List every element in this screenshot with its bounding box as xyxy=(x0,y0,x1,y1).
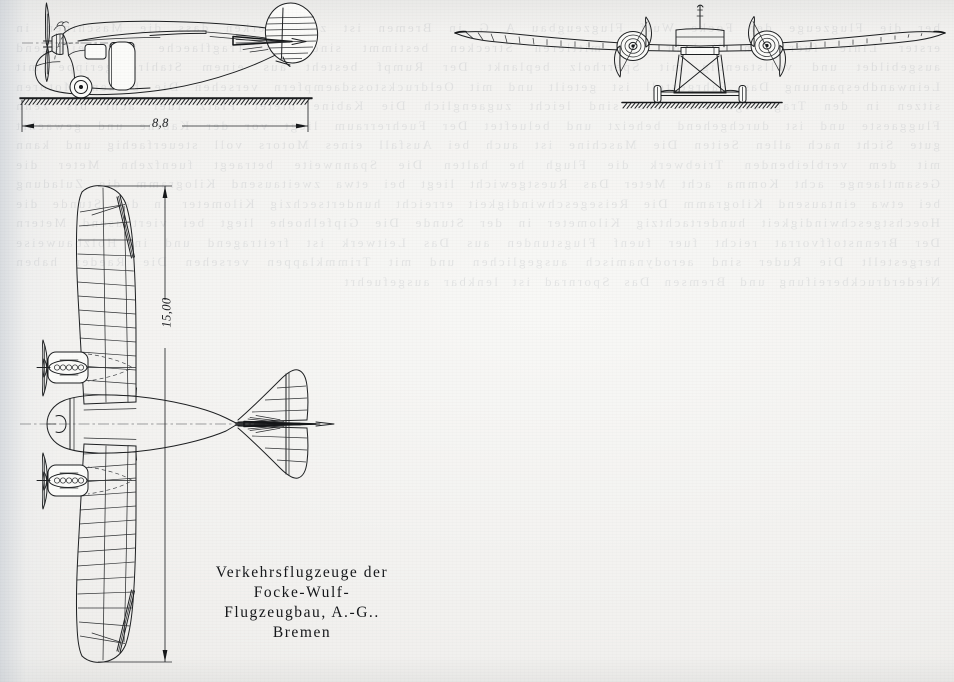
view-front-elevation xyxy=(454,4,946,109)
length-dimension-label: 8,8 xyxy=(152,116,169,130)
undercarriage-front xyxy=(653,47,747,103)
dimension-length xyxy=(21,100,309,132)
caption-line-3: Flugzeugbau, A.-G.. xyxy=(224,604,380,622)
dimension-span xyxy=(98,185,172,663)
propeller-side xyxy=(43,2,53,82)
engine-nacelle-port-front xyxy=(614,16,652,78)
drawing-caption: Verkehrsflugzeuge der Focke-Wulf- Flugze… xyxy=(197,563,407,644)
view-plan xyxy=(20,185,335,663)
fin-side xyxy=(264,2,319,64)
engine-nacelle-starboard-plan xyxy=(36,452,137,510)
tailplane-plan xyxy=(237,369,335,479)
caption-line-2: Focke-Wulf- xyxy=(253,584,351,602)
ground-line-side xyxy=(19,97,313,106)
caption-line-1: Verkehrsflugzeuge der xyxy=(215,564,389,581)
engine-nacelle-starboard-front xyxy=(748,16,786,77)
span-dimension-label: 15,00 xyxy=(159,297,174,328)
view-side-elevation xyxy=(19,2,319,132)
engine-nacelle-port-plan xyxy=(36,339,137,397)
caption-line-4: Bremen xyxy=(272,624,332,642)
ground-line-front xyxy=(621,101,783,109)
